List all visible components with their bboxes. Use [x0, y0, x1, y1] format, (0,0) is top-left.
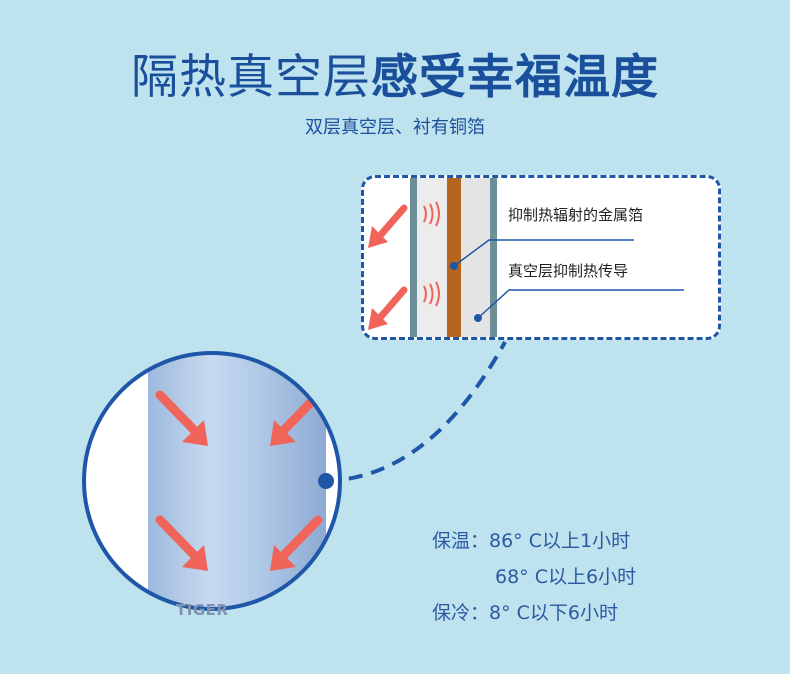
- outer-steel-wall: [490, 178, 497, 337]
- cross-section-detail: [361, 175, 721, 340]
- vacuum-gap-left: [417, 178, 447, 337]
- magnifier-circle-border: [82, 351, 342, 611]
- callout-dot-foil: [450, 262, 458, 270]
- title-bold: 感受幸福温度: [371, 50, 659, 105]
- callout-dot-vacuum: [474, 314, 482, 322]
- leader-line-vacuum: [477, 289, 684, 319]
- tiger-logo-icon: [160, 602, 174, 609]
- page-subtitle: 双层真空层、衬有铜箔: [305, 117, 485, 138]
- heat-arrow-icon-bottom-left: [155, 515, 208, 571]
- inner-steel-wall: [410, 178, 417, 337]
- heat-arrow-icon-bottom-right: [270, 515, 323, 571]
- spec-keep-warm-6h: 68° C以上6小时: [495, 566, 637, 588]
- reflect-arrow-icon-top: [368, 204, 408, 248]
- heat-arrow-icon-top-left: [155, 390, 208, 446]
- callout-label-metal-foil: 抑制热辐射的金属箔: [508, 206, 644, 224]
- spec-keep-cold-6h: 保冷：8° C以下6小时: [432, 602, 618, 624]
- spec-keep-warm-1h: 保温：86° C以上1小时: [432, 530, 631, 552]
- cross-section-illustration: [368, 178, 684, 337]
- heat-wave-icon-top: [423, 201, 440, 227]
- copper-foil: [447, 178, 461, 337]
- reflect-arrow-icon-bottom: [368, 286, 408, 330]
- page-title: 隔热真空层感受幸福温度: [0, 38, 790, 107]
- connector-dot: [318, 473, 334, 489]
- callout-label-vacuum: 真空层抑制热传导: [508, 262, 629, 280]
- heat-wave-icon-bottom: [423, 281, 440, 307]
- leader-line-foil: [453, 239, 634, 267]
- bottle-body: [148, 353, 326, 609]
- title-light: 隔热真空层: [131, 50, 371, 105]
- connector-dashed-line: [325, 341, 507, 483]
- bottle-brand-logo: TIGER: [176, 601, 229, 619]
